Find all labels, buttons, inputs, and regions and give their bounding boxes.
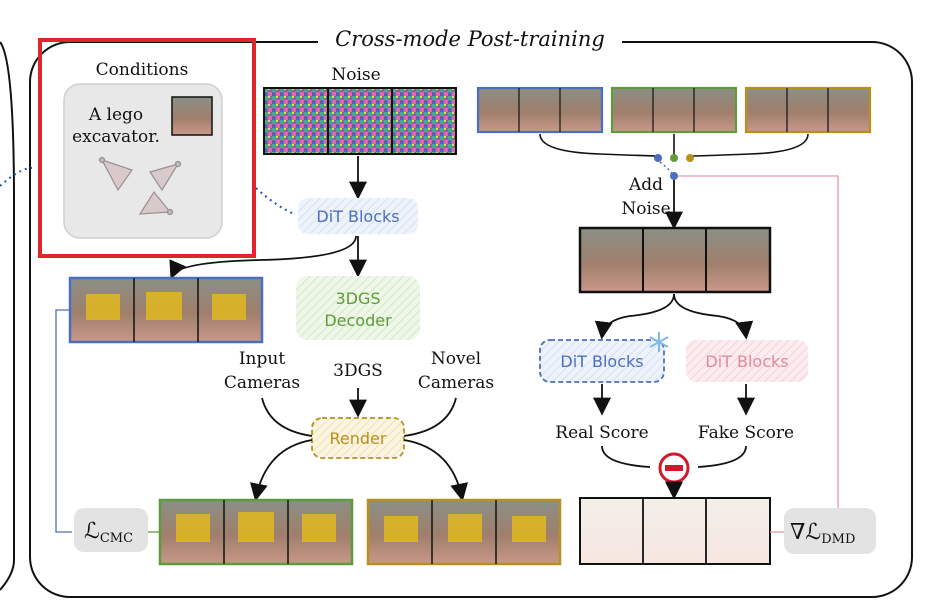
dit-blocks-main-label: DiT Blocks [316, 207, 399, 226]
real-score-label: Real Score [555, 423, 648, 443]
target-views-green [610, 86, 738, 134]
section-title: Cross-mode Post-training [335, 27, 605, 51]
dit-real-label: DiT Blocks [560, 352, 643, 371]
cmc-loss: ℒCMC [84, 519, 133, 546]
camera-icons [98, 156, 182, 216]
noise-frames [263, 87, 457, 155]
noisy-views [578, 226, 772, 294]
select-dot-gold [686, 154, 694, 162]
fake-score-label: Fake Score [698, 423, 794, 443]
decoder-line1: 3DGS [335, 289, 380, 308]
input-cameras-line2: Cameras [224, 373, 300, 393]
input-cameras-line1: Input [239, 349, 285, 369]
add-noise-line2: Noise [621, 199, 670, 219]
rendered-views-gold [366, 498, 562, 566]
gradient-views [579, 497, 771, 565]
condition-image [171, 96, 213, 136]
dmd-gradient-path [678, 175, 839, 508]
dit-blocks-main [298, 198, 418, 234]
novel-cameras-line1: Novel [431, 349, 481, 369]
select-dot-green [670, 154, 678, 162]
conditions-highlight [38, 38, 256, 258]
noise-label: Noise [331, 65, 380, 85]
novel-cameras-line2: Cameras [418, 373, 494, 393]
condition-text-line2: excavator. [72, 127, 160, 147]
gs-decoder [296, 276, 420, 340]
gs-label: 3DGS [333, 361, 383, 381]
dit-blocks-fake [686, 340, 808, 382]
conditions-heading: Conditions [96, 60, 189, 80]
rendered-views-green [158, 498, 354, 566]
condition-text-line1: A lego [88, 105, 143, 125]
dmd-loss-box [784, 508, 876, 554]
conditions-to-dit-link [255, 187, 295, 215]
left-panel-edge [0, 41, 15, 591]
target-views-gold [744, 86, 872, 134]
dit-fake-label: DiT Blocks [705, 352, 788, 371]
add-noise-line1: Add [628, 175, 663, 195]
cmc-loss-box [74, 508, 148, 552]
target-views-blue [476, 86, 604, 134]
dit-blocks-real [539, 339, 665, 383]
dmd-loss: ∇ℒDMD [790, 520, 855, 547]
render-label: Render [330, 429, 387, 448]
select-dot-blue [654, 154, 662, 162]
snowflake-icon [649, 332, 669, 352]
render-block [311, 417, 405, 459]
generated-views-blue [68, 276, 264, 344]
decoder-line2: Decoder [324, 311, 392, 330]
